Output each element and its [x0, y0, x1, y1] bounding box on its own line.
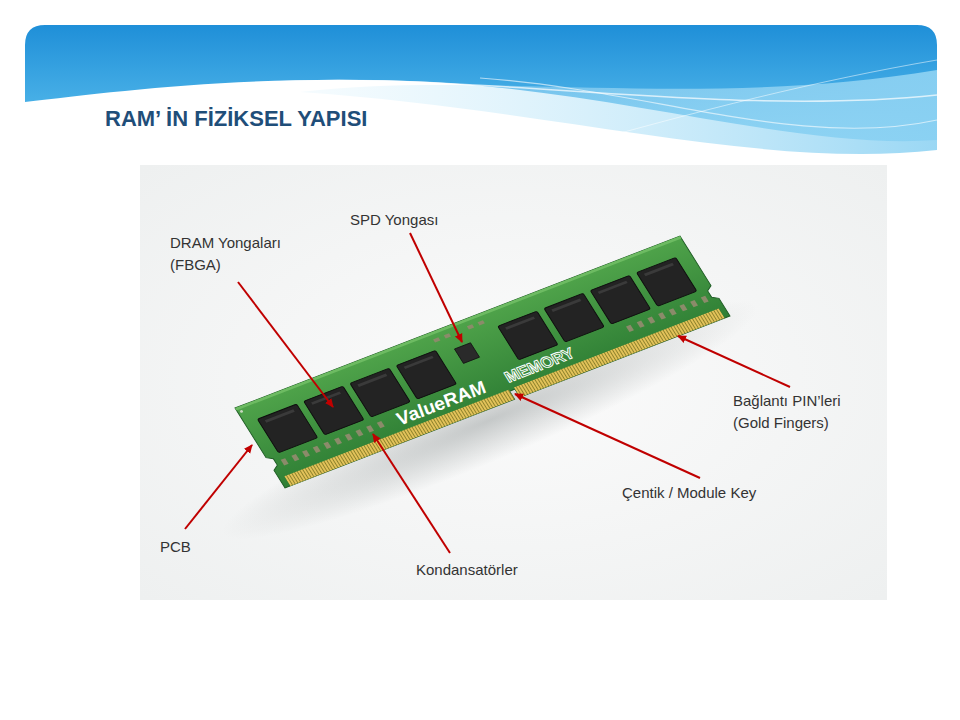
- leader-line: [238, 282, 333, 407]
- part-label-holder: Bağlantı PIN’leri (Gold Fingers): [733, 390, 873, 434]
- part-label-holder: Kondansatörler: [416, 559, 518, 581]
- leader-line: [515, 394, 700, 478]
- part-label: Çentik / Module Key: [622, 482, 756, 504]
- part-label: Bağlantı PIN’leri (Gold Fingers): [733, 390, 873, 434]
- banner-swoosh: [200, 80, 937, 101]
- leader-line: [373, 434, 450, 553]
- part-label: Kondansatörler: [416, 559, 518, 581]
- leader-line: [185, 445, 252, 529]
- part-label: SPD Yongası: [350, 209, 438, 231]
- slide-title: RAM’ İN FİZİKSEL YAPISI: [105, 106, 367, 132]
- part-label-holder: SPD Yongası: [350, 209, 438, 231]
- part-label-holder: PCB: [160, 536, 191, 558]
- banner-wave: [300, 70, 937, 154]
- part-label-holder: Çentik / Module Key: [622, 482, 756, 504]
- leader-line: [678, 336, 790, 387]
- slide-title-holder: RAM’ İN FİZİKSEL YAPISI: [105, 106, 367, 132]
- banner-swoosh: [560, 60, 937, 150]
- leader-line: [410, 233, 462, 342]
- part-label: DRAM Yongaları (FBGA): [170, 232, 305, 276]
- photo-ground: [140, 165, 887, 600]
- part-label-holder: DRAM Yongaları (FBGA): [170, 232, 305, 276]
- part-label: PCB: [160, 536, 191, 558]
- banner-swoosh: [480, 78, 937, 128]
